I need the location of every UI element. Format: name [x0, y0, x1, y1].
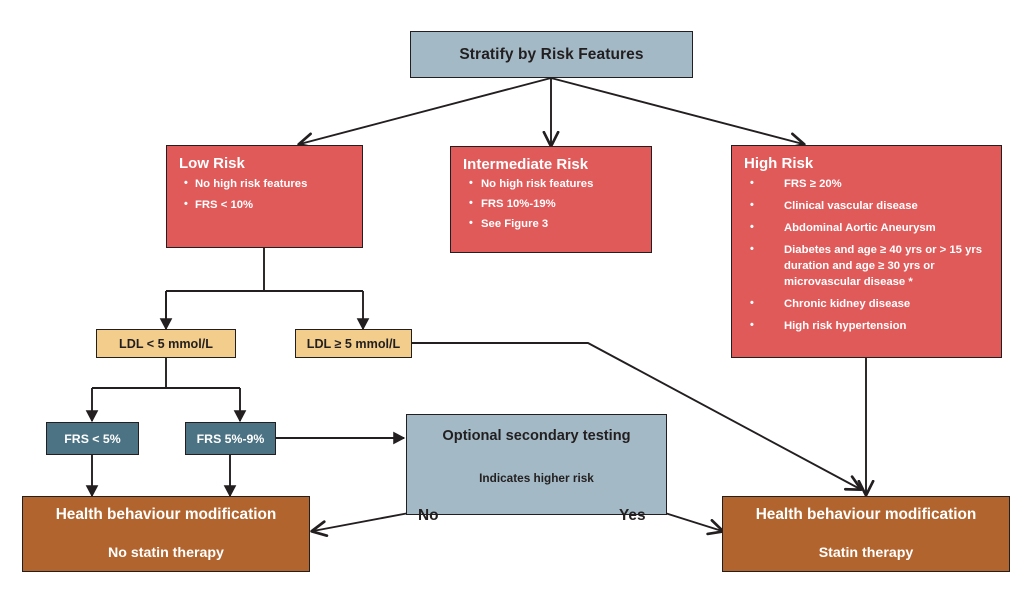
frs-5-to-9-label: FRS 5%-9% — [196, 431, 265, 446]
intermediate-risk-title: Intermediate Risk — [463, 156, 589, 173]
optional-testing-title: Optional secondary testing — [442, 428, 631, 444]
node-frs-5-to-9[interactable]: FRS 5%-9% — [185, 422, 276, 455]
edge-low-to-ldl-split — [165, 248, 363, 327]
node-frs-under-5[interactable]: FRS < 5% — [46, 422, 139, 455]
node-ldl-high[interactable]: LDL ≥ 5 mmol/L — [295, 329, 412, 358]
low-risk-bullet: No high risk features — [179, 176, 352, 192]
low-risk-title: Low Risk — [179, 155, 245, 172]
edge-label-yes: Yes — [619, 507, 646, 524]
node-outcome-no-statin[interactable]: Health behaviour modification No statin … — [22, 496, 310, 572]
ldl-low-label: LDL < 5 mmol/L — [119, 336, 213, 351]
edge-optional-yes-to-statin — [664, 512, 725, 536]
frs-under-5-label: FRS < 5% — [64, 431, 121, 446]
low-risk-bullet: FRS < 10% — [179, 197, 352, 213]
outcome-statin-line1: Health behaviour modification — [755, 505, 977, 523]
high-risk-bullet: FRS ≥ 20% — [744, 176, 991, 192]
high-risk-bullet: Clinical vascular disease — [744, 198, 991, 214]
high-risk-title: High Risk — [744, 155, 814, 172]
stratify-label: Stratify by Risk Features — [459, 45, 644, 63]
node-stratify-by-risk-features[interactable]: Stratify by Risk Features — [410, 31, 693, 78]
intermediate-risk-bullet: No high risk features — [463, 176, 641, 192]
optional-testing-subtitle: Indicates higher risk — [479, 470, 594, 485]
intermediate-risk-bullet: FRS 10%-19% — [463, 196, 641, 212]
node-low-risk[interactable]: Low Risk No high risk features FRS < 10% — [166, 145, 363, 248]
high-risk-bullet: Diabetes and age ≥ 40 yrs or > 15 yrs du… — [744, 242, 991, 290]
outcome-no-statin-line1: Health behaviour modification — [55, 505, 277, 523]
high-risk-bullet: High risk hypertension — [744, 318, 991, 334]
outcome-no-statin-line2: No statin therapy — [108, 544, 224, 561]
edge-stratify-to-high — [550, 77, 806, 149]
edge-ldl-low-to-frs-split — [92, 358, 240, 389]
node-ldl-low[interactable]: LDL < 5 mmol/L — [96, 329, 236, 358]
ldl-high-label: LDL ≥ 5 mmol/L — [306, 336, 401, 351]
outcome-statin-line2: Statin therapy — [818, 544, 914, 561]
high-risk-bullets: FRS ≥ 20% Clinical vascular disease Abdo… — [744, 176, 991, 334]
node-outcome-statin[interactable]: Health behaviour modification Statin the… — [722, 496, 1010, 572]
edge-label-no: No — [418, 507, 439, 524]
high-risk-bullet: Chronic kidney disease — [744, 296, 991, 312]
node-optional-secondary-testing[interactable]: Optional secondary testing Indicates hig… — [406, 414, 667, 515]
node-intermediate-risk[interactable]: Intermediate Risk No high risk features … — [450, 146, 652, 253]
high-risk-bullet: Abdominal Aortic Aneurysm — [744, 220, 991, 236]
intermediate-risk-bullet: See Figure 3 — [463, 216, 641, 232]
edge-stratify-to-low — [297, 77, 552, 149]
edge-optional-no-to-no-statin — [310, 512, 410, 537]
node-high-risk[interactable]: High Risk FRS ≥ 20% Clinical vascular di… — [731, 145, 1002, 358]
intermediate-risk-bullets: No high risk features FRS 10%-19% See Fi… — [463, 176, 641, 232]
low-risk-bullets: No high risk features FRS < 10% — [179, 176, 352, 213]
